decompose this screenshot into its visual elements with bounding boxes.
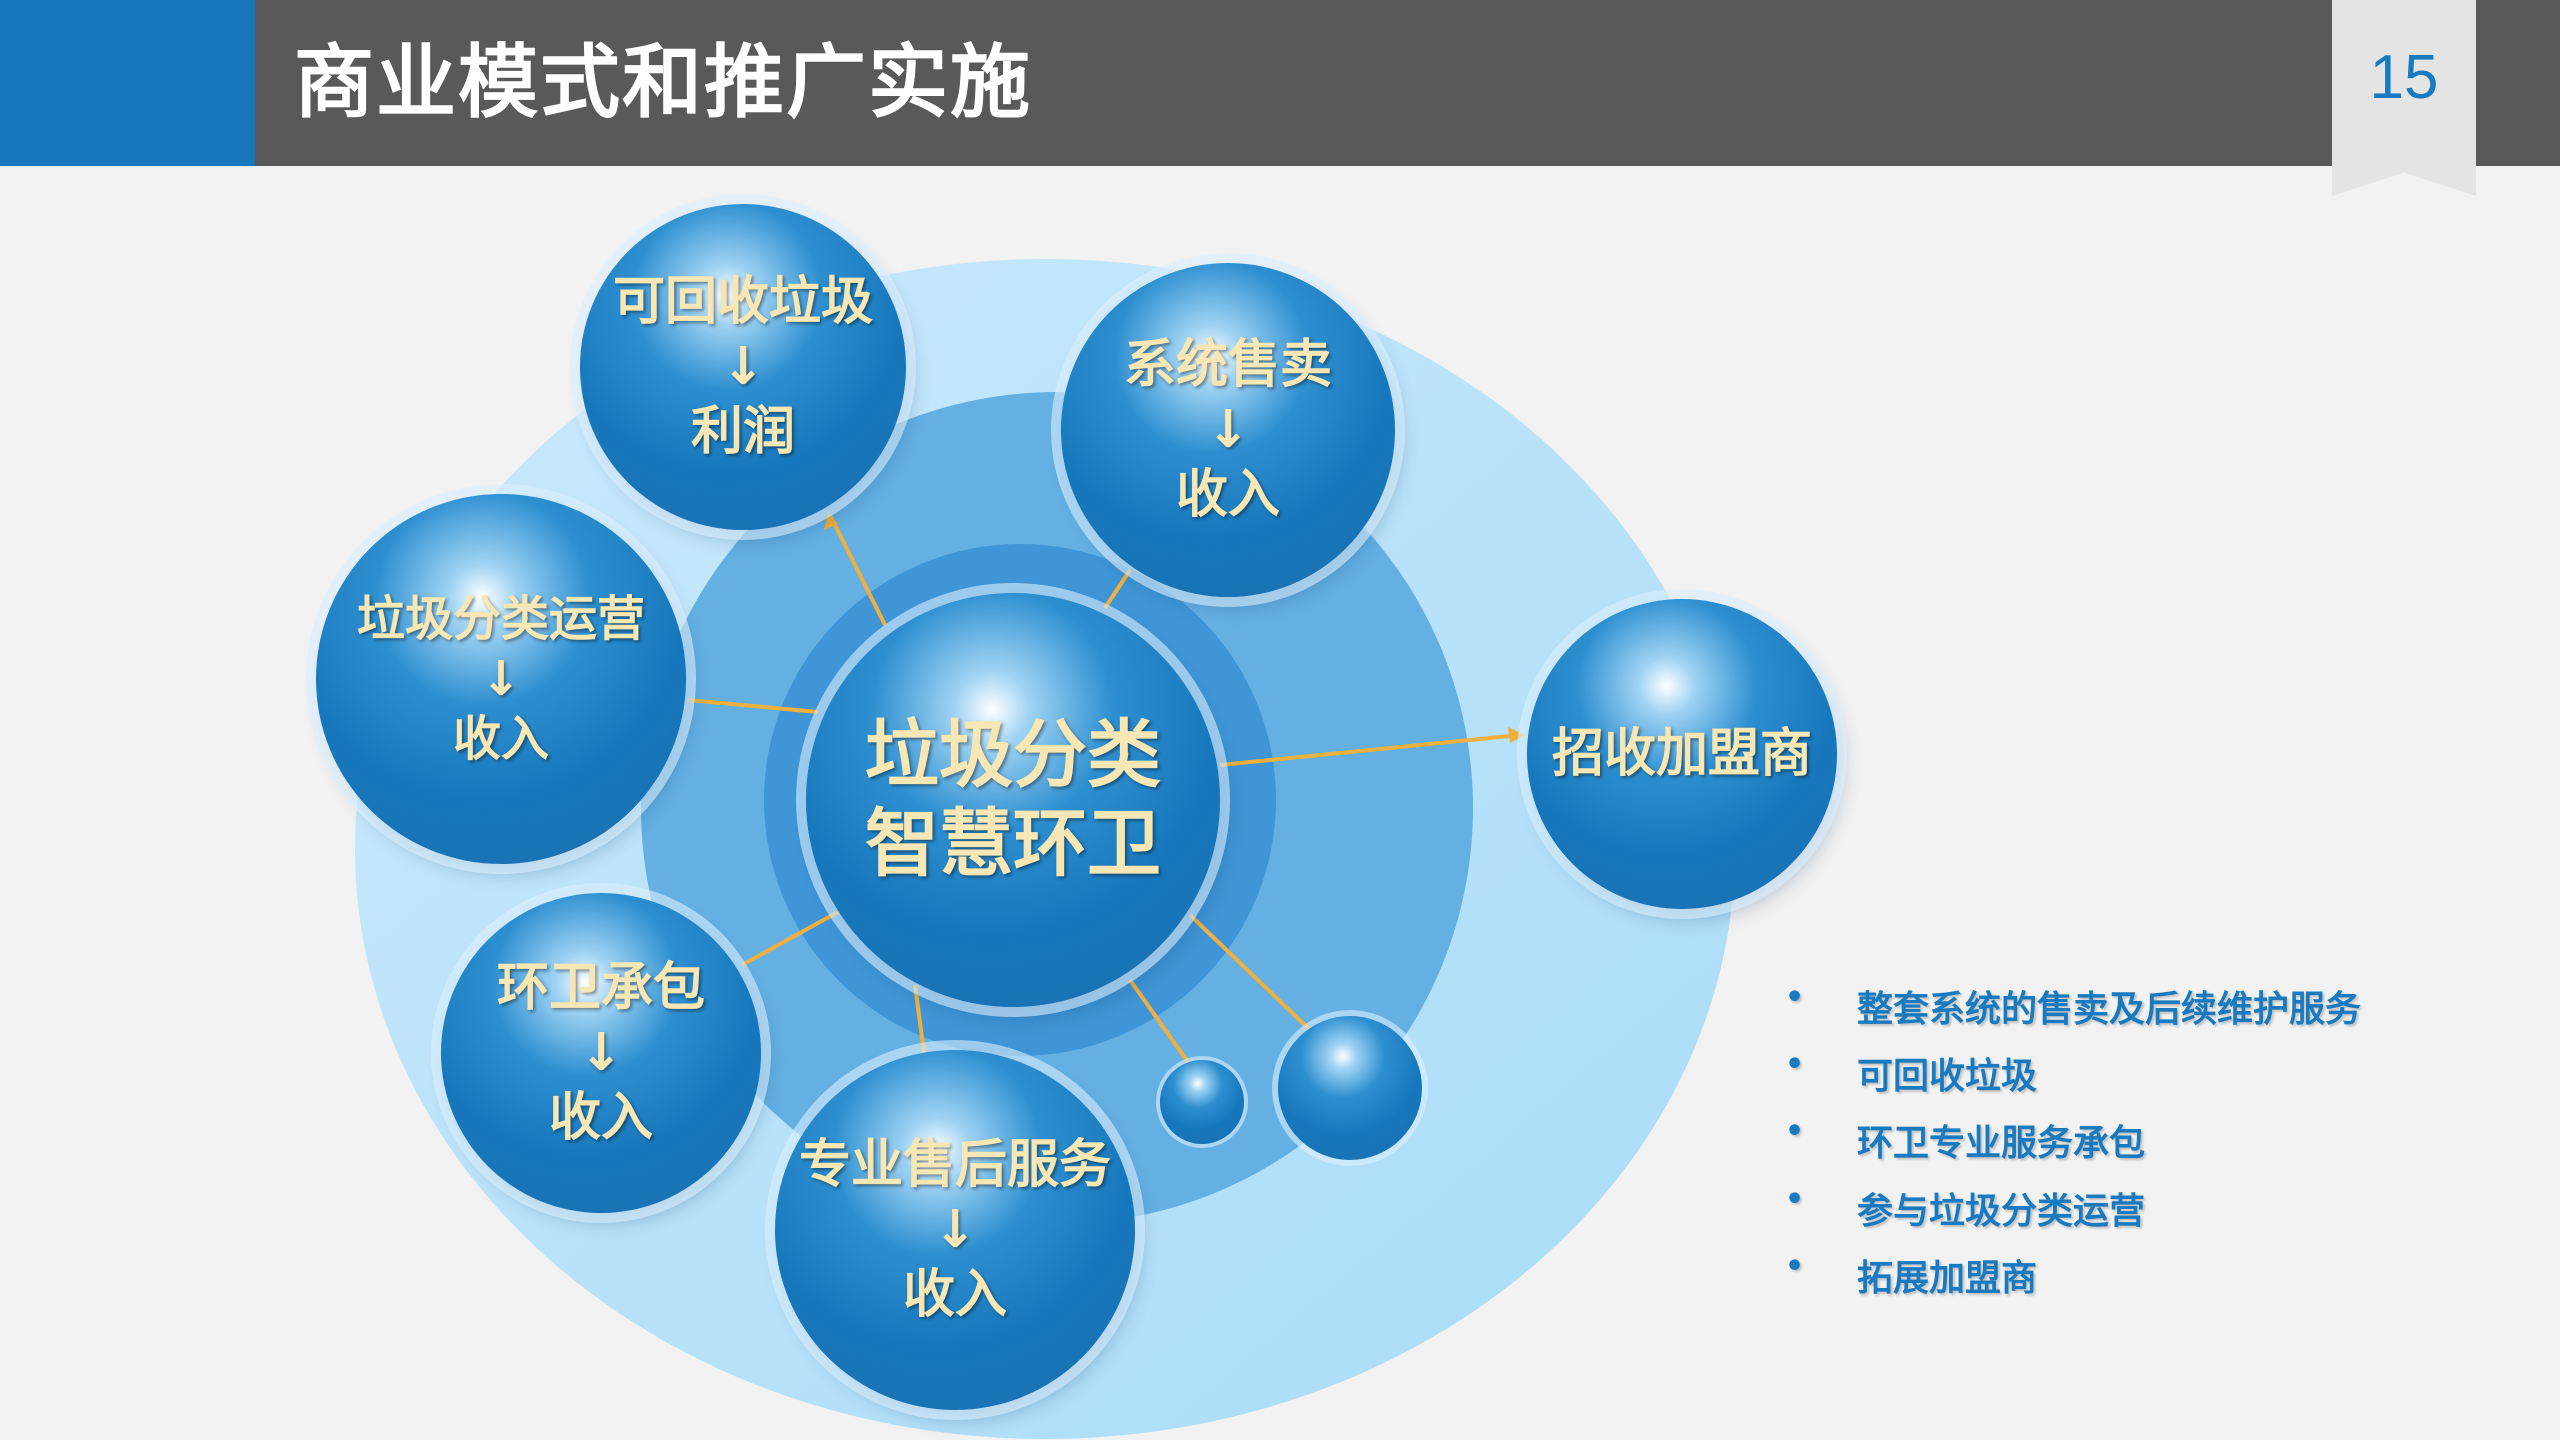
bullet-text: 可回收垃圾 (1857, 1056, 2038, 1097)
center-line1: 垃圾分类 (865, 712, 1161, 799)
bullet-text: 整套系统的售卖及后续维护服务 (1857, 989, 2362, 1030)
connector-sales (1103, 568, 1132, 610)
page-number-badge: 15 (2332, 0, 2476, 196)
bullet-text: 环卫专业服务承包 (1857, 1123, 2146, 1164)
page-number: 15 (2369, 43, 2439, 112)
bullet-dot: • (1785, 1114, 1805, 1149)
node-title: 可回收垃圾 (612, 271, 873, 332)
bullet-dot: • (1785, 1249, 1805, 1284)
connector-small2 (1188, 913, 1312, 1032)
header-bar (0, 0, 2560, 166)
small-bubble (1160, 1060, 1244, 1144)
center-node: 垃圾分类 智慧环卫 (806, 593, 1220, 1007)
connector-operation (687, 698, 819, 714)
header-accent-block (0, 0, 255, 166)
node-sales: 系统售卖 ↓ 收入 (1061, 263, 1395, 597)
arrowhead-icon (824, 512, 838, 530)
node-result: 收入 (902, 1264, 1007, 1325)
node-title: 专业售后服务 (798, 1134, 1111, 1195)
node-recycle: 可回收垃圾 ↓ 利润 (580, 204, 906, 530)
connector-small1 (1128, 978, 1192, 1067)
bullet-dot: • (1785, 980, 1805, 1015)
node-contract: 环卫承包 ↓ 收入 (441, 893, 761, 1213)
node-aftersales: 专业售后服务 ↓ 收入 (775, 1050, 1135, 1410)
down-arrow-icon: ↓ (579, 1022, 623, 1083)
center-line2: 智慧环卫 (865, 801, 1161, 887)
small-bubble (1278, 1016, 1422, 1160)
node-result: 收入 (548, 1087, 653, 1148)
connectors (687, 514, 1521, 1067)
connector-franchise (1219, 733, 1521, 767)
bullet-text: 参与垃圾分类运营 (1857, 1191, 2146, 1232)
down-arrow-icon: ↓ (721, 336, 765, 397)
arrowhead-icon (1508, 727, 1525, 743)
connector-recycle (828, 514, 887, 626)
bullet-dot: • (1785, 1047, 1805, 1082)
page-title: 商业模式和推广实施 (294, 36, 1032, 129)
down-arrow-icon: ↓ (480, 651, 522, 707)
down-arrow-icon: ↓ (1206, 399, 1250, 460)
node-result: 收入 (1175, 464, 1280, 525)
node-operation: 垃圾分类运营 ↓ 收入 (316, 494, 686, 864)
node-franchise: 招收加盟商 (1527, 599, 1837, 909)
connector-contract (741, 910, 839, 967)
node-title: 招收加盟商 (1551, 723, 1812, 784)
bullet-dot: • (1785, 1182, 1805, 1217)
node-title: 系统售卖 (1123, 334, 1332, 395)
connector-aftersales (913, 984, 927, 1061)
node-result: 利润 (690, 401, 795, 462)
bullet-text: 拓展加盟商 (1857, 1258, 2038, 1299)
node-title: 垃圾分类运营 (356, 591, 645, 647)
node-result: 收入 (452, 711, 549, 767)
node-title: 环卫承包 (496, 957, 705, 1018)
down-arrow-icon: ↓ (933, 1199, 977, 1260)
